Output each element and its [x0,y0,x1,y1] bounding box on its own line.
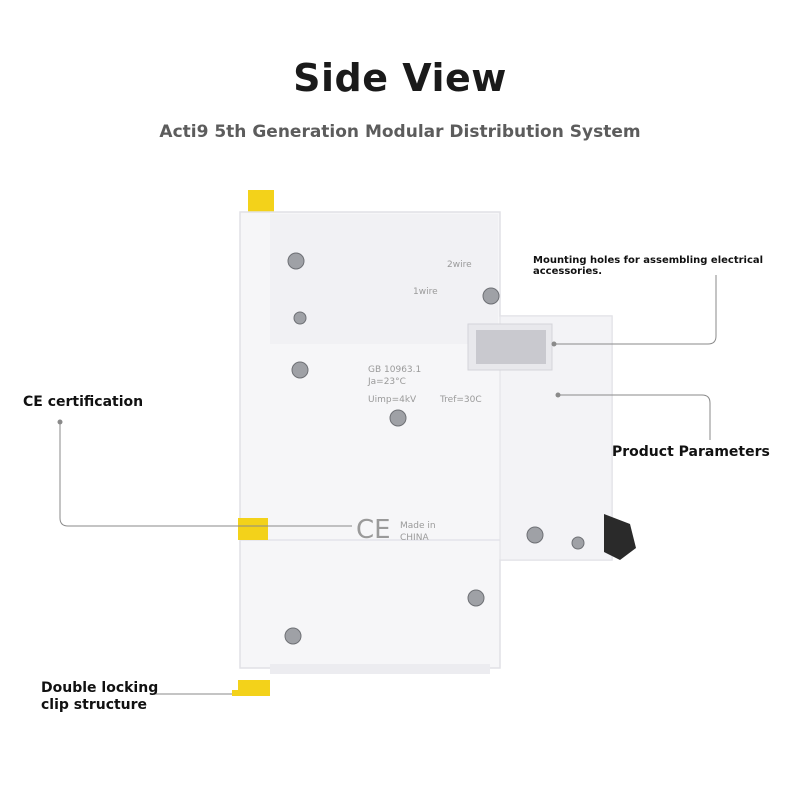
locking-clip-label: Double locking clip structure [41,680,158,714]
marking-code: Tref=30C [439,395,482,405]
marking-standard: GB 10963.1 [368,365,421,375]
marking-2wire: 2wire [447,260,472,270]
toggle-knob [604,514,636,560]
accessory-module [499,315,613,561]
bottom-yellow-clip [238,518,268,540]
leader-lines [59,275,717,695]
marking-voltage: Uimp=4kV [368,395,417,405]
mounting-holes-label: Mounting holes for assembling electrical… [533,255,764,277]
locking-clip-label-line1: Double locking [41,680,159,696]
product-parameters-label: Product Parameters [612,444,770,460]
marking-made-in: Made in [400,521,436,531]
leader-mounting [554,275,717,345]
leader-ce [59,422,352,527]
marking-country: CHINA [400,533,429,543]
page-title: Side View [293,56,507,100]
bottom-latch [238,680,270,696]
marking-temp: Ja=23°C [367,377,406,387]
rivets [284,252,585,645]
marking-1wire: 1wire [413,287,438,297]
locking-clip-label-line2: clip structure [41,697,148,713]
leader-parameters [558,394,711,440]
page-subtitle: Acti9 5th Generation Modular Distributio… [159,122,641,142]
ce-mark: CE [356,515,391,545]
ce-certification-label: CE certification [23,394,144,410]
